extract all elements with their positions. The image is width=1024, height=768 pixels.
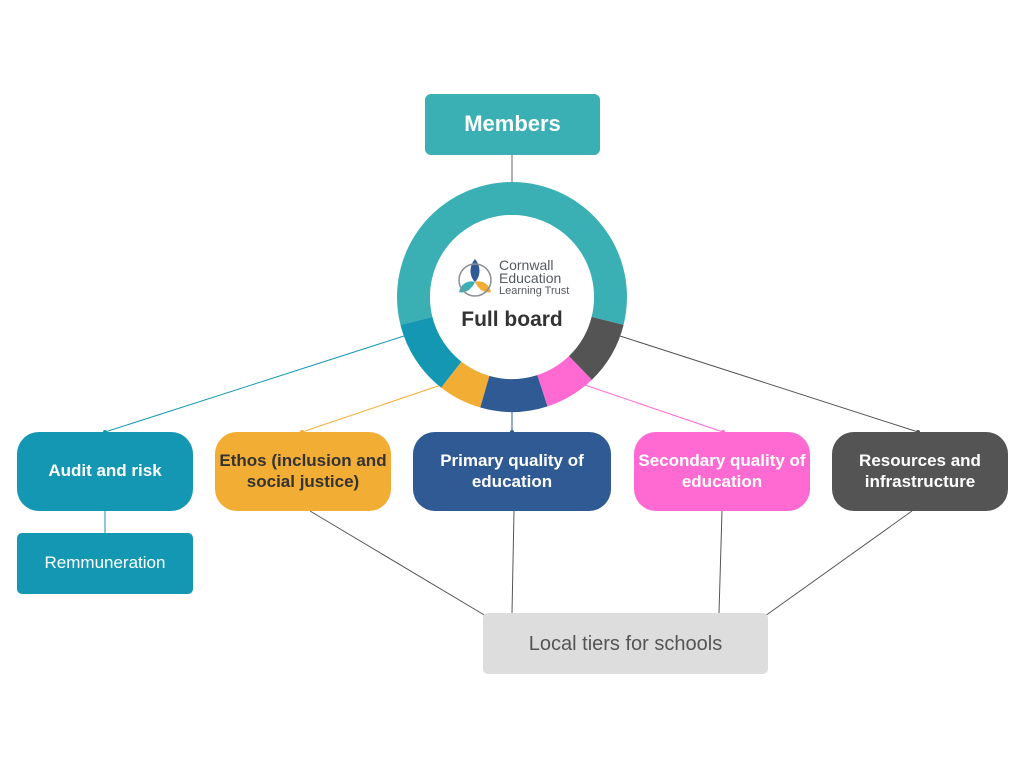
trust-logo: Cornwall Education Learning Trust [447,254,577,302]
ring-segment-ethos[interactable] [441,361,490,408]
secondary-quality-label: Secondary quality of education [638,451,806,491]
secondary-local-connector [718,510,723,614]
ethos-connector [301,382,448,433]
members-label: Members [464,111,561,137]
secondary-connector [581,383,724,433]
remuneration-box[interactable]: Remmuneration [17,533,193,594]
resources-local-connector [764,510,913,617]
logo-petal-top [470,259,480,282]
full-board-ring [396,181,627,412]
trust-logo-icon [458,259,492,297]
local-tiers-label: Local tiers for schools [528,632,723,655]
secondary-quality-box[interactable]: Secondary quality of education [634,432,810,511]
audit-and-risk-label: Audit and risk [48,461,162,481]
audit-and-risk-box[interactable]: Audit and risk [17,432,193,511]
resources-box[interactable]: Resources and infrastructure [832,432,1008,511]
full-board-label: Full board [461,308,563,331]
trust-logo-text: Cornwall Education Learning Trust [499,257,570,298]
full-board-center[interactable] [430,215,594,379]
ethos-box[interactable]: Ethos (inclusion and social justice) [215,432,391,511]
ring-segment-top[interactable] [396,181,627,325]
primary-local-connector [511,510,515,614]
logo-outline [458,263,492,297]
remuneration-label: Remmuneration [44,553,166,573]
primary-quality-label: Primary quality of education [440,451,584,491]
audit-connector [104,335,405,433]
logo-line-3: Learning Trust [499,285,570,297]
logo-line-2: Education [499,270,562,286]
ethos-local-connector [309,510,487,617]
ring-segment-resources[interactable] [568,316,624,380]
primary-quality-box[interactable]: Primary quality of education [413,432,611,511]
ring-segment-audit[interactable] [400,316,462,388]
resources-connector [619,335,919,433]
ethos-label: Ethos (inclusion and social justice) [219,451,387,491]
resources-label: Resources and infrastructure [859,451,981,491]
members-box[interactable]: Members [425,94,600,155]
local-tiers-box[interactable]: Local tiers for schools [483,613,768,674]
logo-line-1: Cornwall [499,257,554,273]
ring-segment-secondary[interactable] [537,355,592,407]
ring-segment-primary[interactable] [480,374,548,412]
